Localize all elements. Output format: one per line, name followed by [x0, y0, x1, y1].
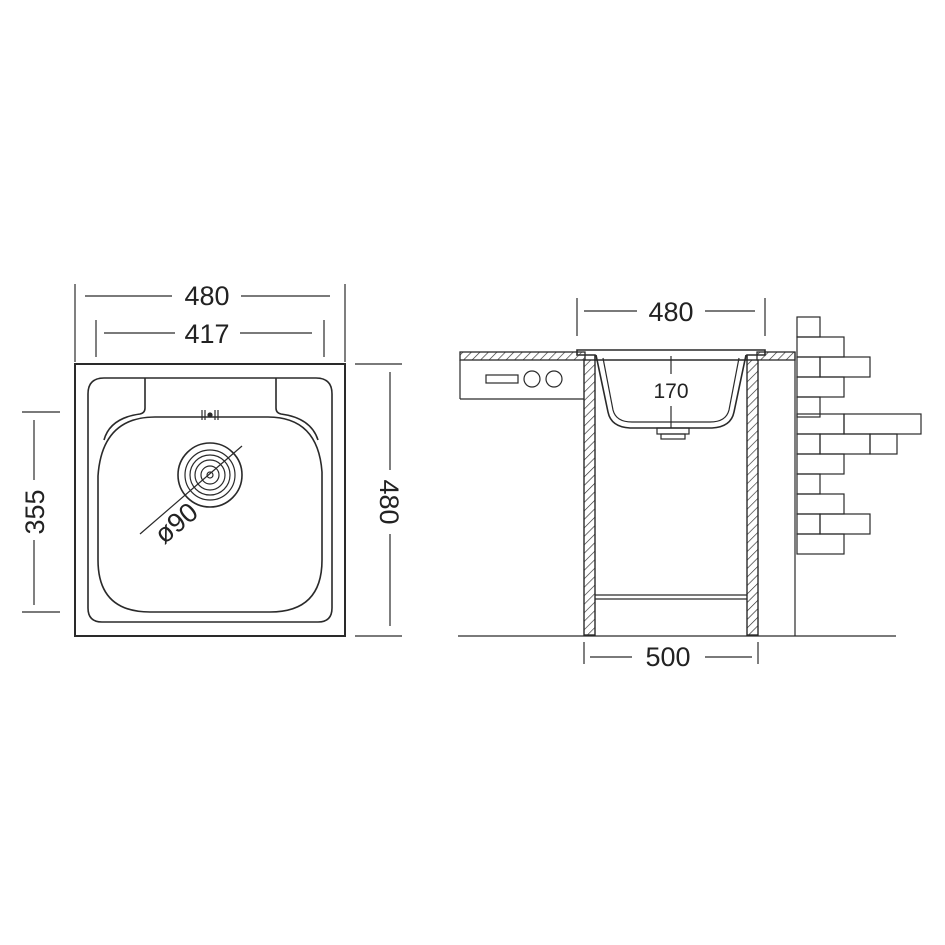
top-bowl-depth-dimension: 355	[20, 411, 60, 613]
sink-bowl	[97, 416, 323, 613]
overflow-mark	[201, 410, 219, 420]
countertop-left	[459, 351, 586, 400]
sink-back-ledge	[103, 378, 146, 441]
top-view: 480 417	[20, 281, 404, 637]
appliance-controls	[485, 370, 563, 388]
top-inner-width-label: 417	[184, 319, 229, 349]
sink-outer-rim	[74, 363, 346, 637]
brick-wall	[796, 316, 922, 555]
cabinet-wall-left	[583, 359, 596, 636]
top-outer-width-dimension: 480	[74, 281, 346, 362]
top-outer-depth-label: 480	[374, 479, 404, 524]
side-sink-width-label: 480	[648, 297, 693, 327]
drain-diameter-dimension: ø90	[139, 445, 243, 550]
top-bowl-depth-label: 355	[20, 489, 50, 534]
side-sink-width-dimension: 480	[576, 297, 766, 336]
side-cabinet-width-dimension: 500	[583, 642, 759, 672]
drain-outlet	[656, 427, 690, 440]
cabinet-shelf	[595, 594, 747, 600]
top-outer-width-label: 480	[184, 281, 229, 311]
side-sink-depth-label: 170	[653, 380, 688, 403]
top-inner-width-dimension: 417	[95, 319, 325, 357]
top-outer-depth-dimension: 480	[355, 363, 404, 637]
side-sink-depth-dimension: 170	[653, 356, 689, 428]
drain-diameter-label: ø90	[149, 497, 204, 550]
cabinet-wall-right	[746, 359, 759, 636]
sink-inner-outline	[87, 377, 333, 623]
side-cabinet-width-label: 500	[645, 642, 690, 672]
countertop-right	[756, 351, 796, 361]
drain-strainer	[177, 442, 243, 508]
side-view: 480 170	[458, 297, 922, 672]
sink-back-ledge-right	[275, 378, 319, 441]
